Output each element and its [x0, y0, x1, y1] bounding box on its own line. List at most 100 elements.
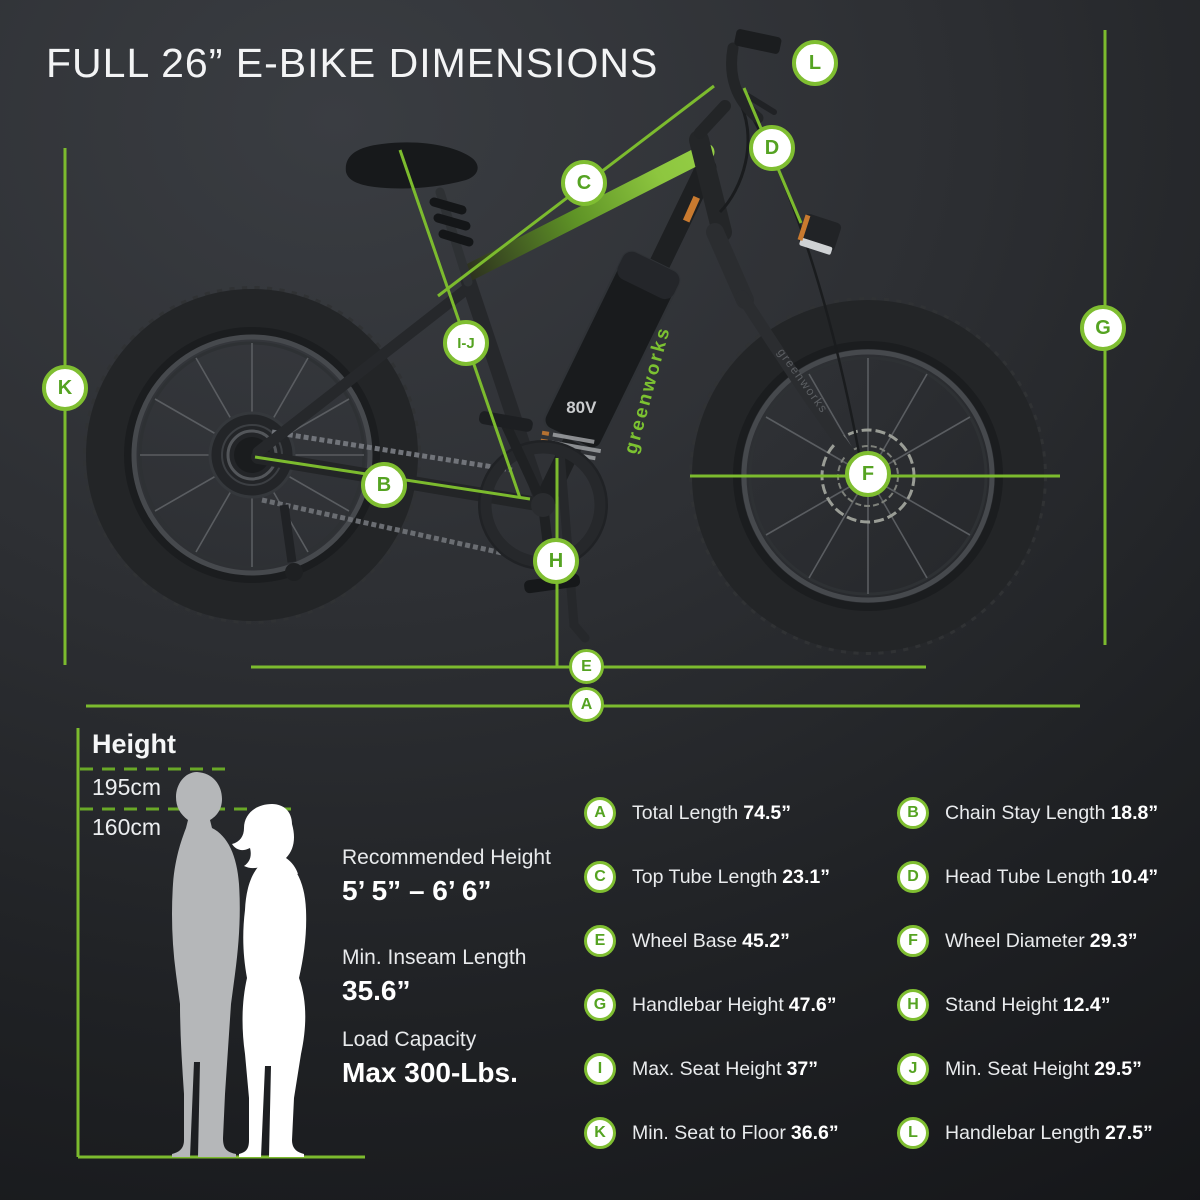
spec-badge-J: J	[897, 1053, 929, 1085]
kickstand	[555, 447, 590, 643]
dim-badge-G: G	[1080, 305, 1126, 351]
dim-badge-A: A	[569, 687, 604, 722]
spec-label: Total Length	[632, 801, 739, 824]
spec-label: Top Tube Length	[632, 865, 778, 888]
spec-badge-G: G	[584, 989, 616, 1021]
inseam-block: Min. Inseam Length 35.6”	[342, 946, 526, 1007]
inseam-label: Min. Inseam Length	[342, 946, 527, 969]
spec-badge-A: A	[584, 797, 616, 829]
spec-value: 36.6”	[790, 1121, 839, 1144]
dim-badge-L: L	[792, 40, 838, 86]
dim-badge-H: H	[533, 538, 579, 584]
spec-value: 74.5”	[743, 801, 791, 824]
spec-badge-H: H	[897, 989, 929, 1021]
seat-stay	[252, 282, 474, 458]
spec-badge-C: C	[584, 861, 616, 893]
saddle	[345, 142, 478, 189]
spec-label: Min. Seat to Floor	[632, 1121, 786, 1144]
short-height-mark: 160cm	[92, 814, 162, 840]
spec-badge-K: K	[584, 1117, 616, 1149]
recommended-height-label: Recommended Height	[342, 846, 551, 869]
dim-badge-F: F	[845, 451, 891, 497]
headlight	[797, 213, 842, 255]
brake-cable	[718, 97, 750, 214]
head-tube	[689, 130, 732, 242]
brake-lever	[745, 93, 777, 115]
stem	[694, 100, 731, 139]
load-capacity-value: Max 300-Lbs.	[342, 1057, 518, 1088]
spec-badge-D: D	[897, 861, 929, 893]
display-screen	[734, 29, 782, 54]
load-capacity-label: Load Capacity	[342, 1028, 477, 1051]
tall-height-mark: 195cm	[92, 774, 162, 800]
inseam-value: 35.6”	[342, 975, 411, 1006]
dim-badge-C: C	[561, 160, 607, 206]
height-panel-graphics	[76, 728, 365, 1159]
spec-badge-E: E	[584, 925, 616, 957]
handlebar	[726, 42, 764, 124]
seat-spring	[429, 197, 474, 247]
spec-value: 37”	[786, 1057, 819, 1080]
dim-badge-B: B	[361, 462, 407, 508]
spec-label: Handlebar Length	[945, 1121, 1101, 1144]
spec-badge-I: I	[584, 1053, 616, 1085]
spec-badge-F: F	[897, 925, 929, 957]
recommended-height-block: Recommended Height 5’ 5” – 6’ 6”	[342, 846, 551, 907]
spec-value: 47.6”	[788, 993, 837, 1016]
top-tube	[461, 143, 715, 281]
recommended-height-value: 5’ 5” – 6’ 6”	[342, 875, 492, 906]
spec-badge-L: L	[897, 1117, 929, 1149]
spec-value: 29.3”	[1089, 929, 1138, 952]
spec-label: Wheel Diameter	[945, 929, 1085, 952]
dim-badge-K: K	[42, 365, 88, 411]
dim-badge-IJ: I-J	[443, 320, 489, 366]
spec-label: Handlebar Height	[632, 993, 784, 1016]
spec-value: 10.4”	[1110, 865, 1159, 888]
spec-label: Stand Height	[945, 993, 1058, 1016]
height-heading: Height	[92, 729, 176, 759]
drivetrain	[261, 429, 526, 581]
spec-value: 23.1”	[782, 865, 830, 888]
chain-upper	[271, 429, 513, 473]
spec-value: 45.2”	[742, 929, 790, 952]
spec-value: 27.5”	[1105, 1121, 1153, 1144]
spec-value: 29.5”	[1094, 1057, 1142, 1080]
page-title: FULL 26” E-BIKE DIMENSIONS	[46, 40, 659, 86]
chain-lower	[261, 497, 526, 561]
dim-badge-E: E	[569, 649, 604, 684]
spec-value: 12.4”	[1062, 993, 1111, 1016]
spec-label: Wheel Base	[632, 929, 738, 952]
spec-badge-B: B	[897, 797, 929, 829]
load-capacity-block: Load Capacity Max 300-Lbs.	[342, 1028, 518, 1089]
cockpit	[694, 29, 862, 459]
fork-leg	[736, 290, 870, 478]
derailleur	[279, 504, 297, 563]
battery-voltage-label: 80V	[566, 398, 597, 417]
spec-value: 18.8”	[1110, 801, 1159, 824]
female-silhouette	[232, 804, 307, 1157]
spec-label: Chain Stay Length	[945, 801, 1106, 824]
saddle-assembly	[345, 142, 478, 287]
dim-badge-D: D	[749, 125, 795, 171]
fork-crown	[706, 223, 754, 309]
spec-label: Max. Seat Height	[632, 1057, 782, 1080]
spec-label: Head Tube Length	[945, 865, 1106, 888]
spec-label: Min. Seat Height	[945, 1057, 1090, 1080]
male-silhouette	[172, 772, 240, 1157]
